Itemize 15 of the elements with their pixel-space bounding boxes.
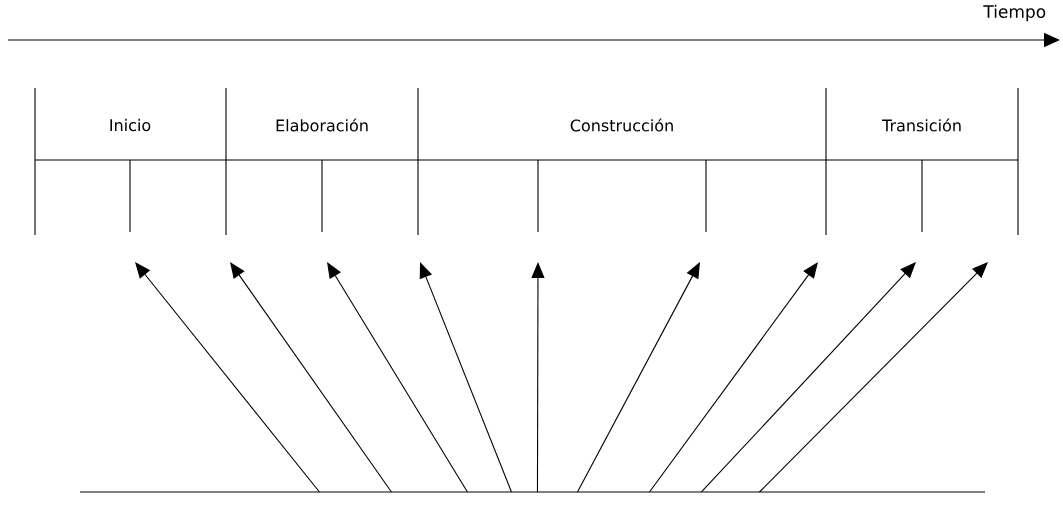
arrow [135, 262, 320, 493]
arrow [419, 262, 512, 493]
arrow [230, 262, 392, 493]
arrow [531, 262, 545, 493]
base-line [79, 491, 986, 493]
phase-label: Elaboración [276, 118, 368, 132]
phase-label: Transición [882, 118, 961, 132]
arrow [758, 262, 988, 493]
phase-label: Inicio [110, 118, 151, 132]
arrow [327, 262, 468, 493]
axis-label: Tiempo [983, 4, 1046, 22]
arrow [648, 262, 818, 493]
arrow [700, 262, 916, 493]
phase-label: Construcción [570, 118, 673, 132]
arrow [576, 262, 700, 493]
